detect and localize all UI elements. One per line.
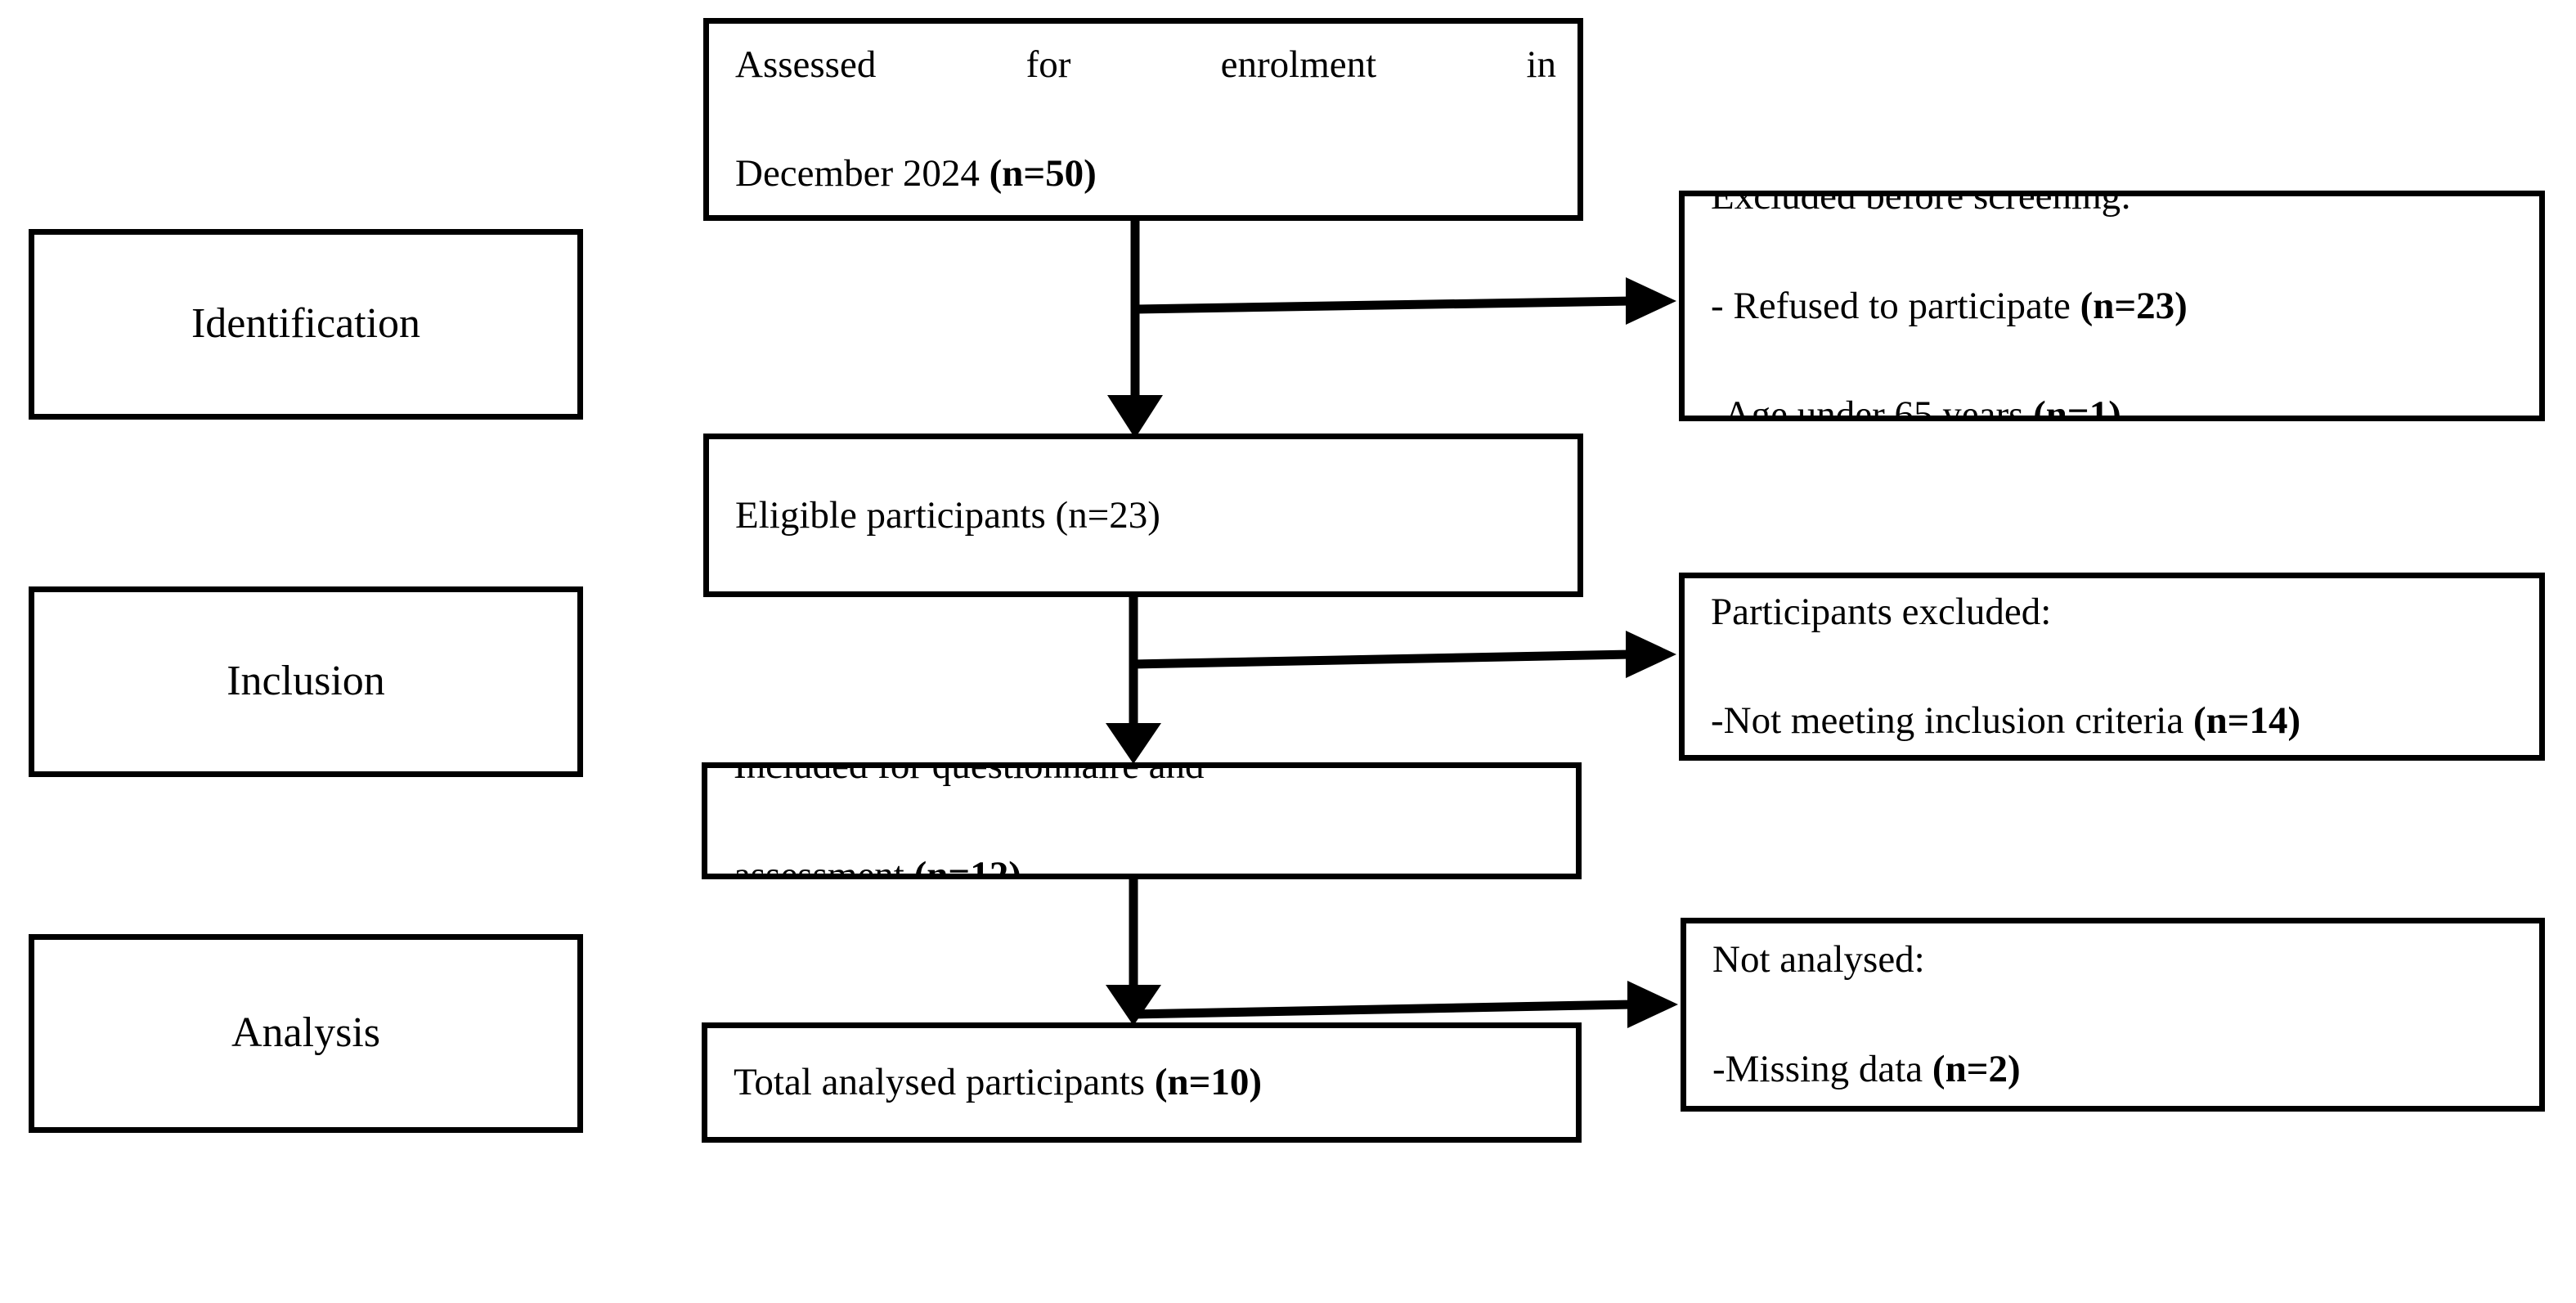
arrow-assessed-to-eligible: [1107, 221, 1163, 438]
arrow-to-participants-excluded-head: [1626, 631, 1676, 678]
arrow-included-to-total-analysed: [1106, 879, 1161, 1026]
arrow-to-participants-excluded-shaft: [1133, 649, 1631, 669]
not-analysed-heading: Not analysed:: [1712, 938, 1925, 982]
arrow-to-excluded-before-screening-shaft: [1134, 296, 1631, 314]
not-analysed-item-1-count: (n=2): [1932, 1047, 2021, 1090]
arrow-to-not-analysed-head: [1627, 981, 1678, 1028]
stage-box-inclusion: Inclusion: [29, 586, 583, 777]
arrow-to-not-analysed: [1133, 981, 1678, 1028]
exclusion-box-not-analysed-text: Not analysed: -Missing data (n=2): [1686, 923, 2539, 1106]
arrow-assessed-to-eligible-head: [1107, 395, 1163, 438]
excluded-item-2-plain: -Age under 65 years: [1711, 393, 2034, 421]
exclusion-box-excluded-before-screening: Excluded before screening: - Refused to …: [1679, 191, 2545, 421]
total-analysed-plain: Total analysed participants: [734, 1061, 1155, 1104]
exclusion-box-participants-excluded: Participants excluded: -Not meeting incl…: [1679, 573, 2545, 761]
excluded-before-screening-heading: Excluded before screening:: [1711, 191, 2132, 218]
flow-box-assessed: Assessed for enrolment in December 2024 …: [703, 18, 1583, 221]
not-analysed-item-1-plain: -Missing data: [1712, 1047, 1932, 1090]
participants-excluded-heading: Participants excluded:: [1711, 590, 2052, 633]
arrow-included-to-total-analysed-head: [1106, 985, 1161, 1026]
participants-excluded-item-1: -Not meeting inclusion criteria (n=14): [1711, 694, 2518, 748]
stage-box-identification: Identification: [29, 229, 583, 420]
excluded-before-screening-item-2: -Age under 65 years (n=1): [1711, 388, 2518, 421]
assessed-line-2-plain: December 2024: [735, 152, 990, 195]
participants-excluded-item-1-plain: -Not meeting inclusion criteria: [1711, 699, 2193, 743]
included-line-1: Included for questionnaire and: [734, 762, 1205, 788]
arrow-to-excluded-before-screening: [1134, 277, 1676, 325]
included-line-2-plain: assessment: [734, 853, 914, 879]
arrow-to-participants-excluded: [1133, 631, 1676, 678]
total-analysed-count: (n=10): [1154, 1061, 1263, 1104]
flow-box-eligible: Eligible participants (n=23): [703, 434, 1583, 597]
flow-box-assessed-text: Assessed for enrolment in December 2024 …: [709, 24, 1577, 215]
assessed-line-1: Assessed for enrolment in: [735, 43, 1556, 86]
stage-box-analysis: Analysis: [29, 934, 583, 1133]
participants-excluded-item-1-count: (n=14): [2192, 699, 2301, 743]
excluded-item-2-count: (n=1): [2033, 393, 2121, 421]
included-count: (n=12): [913, 853, 1021, 879]
stage-label-identification: Identification: [191, 300, 421, 348]
excluded-before-screening-item-1: - Refused to participate (n=23): [1711, 279, 2518, 334]
arrow-eligible-to-included: [1106, 597, 1161, 764]
assessed-line-2: December 2024 (n=50): [735, 146, 1556, 201]
exclusion-box-participants-excluded-text: Participants excluded: -Not meeting incl…: [1685, 578, 2539, 755]
arrow-to-excluded-before-screening-head: [1626, 277, 1676, 325]
exclusion-box-excluded-before-screening-text: Excluded before screening: - Refused to …: [1685, 191, 2539, 421]
flow-box-included: Included for questionnaire and assessmen…: [702, 762, 1582, 879]
excluded-item-1-count: (n=23): [2080, 284, 2188, 327]
flow-box-total-analysed: Total analysed participants (n=10): [702, 1022, 1582, 1143]
stage-label-inclusion: Inclusion: [227, 658, 385, 705]
excluded-item-1-plain: - Refused to participate: [1711, 284, 2080, 327]
assessed-count: (n=50): [989, 152, 1097, 195]
not-analysed-item-1: -Missing data (n=2): [1712, 1042, 2518, 1097]
flow-box-included-text: Included for questionnaire and assessmen…: [707, 762, 1576, 879]
arrow-to-not-analysed-shaft: [1133, 1000, 1633, 1019]
stage-label-analysis: Analysis: [231, 1009, 380, 1057]
exclusion-box-not-analysed: Not analysed: -Missing data (n=2): [1681, 918, 2545, 1112]
flow-box-total-analysed-text: Total analysed participants (n=10): [707, 1055, 1576, 1110]
included-line-2: assessment (n=12): [734, 848, 1555, 879]
arrow-eligible-to-included-head: [1106, 723, 1161, 764]
flow-box-eligible-text: Eligible participants (n=23): [735, 493, 1160, 537]
